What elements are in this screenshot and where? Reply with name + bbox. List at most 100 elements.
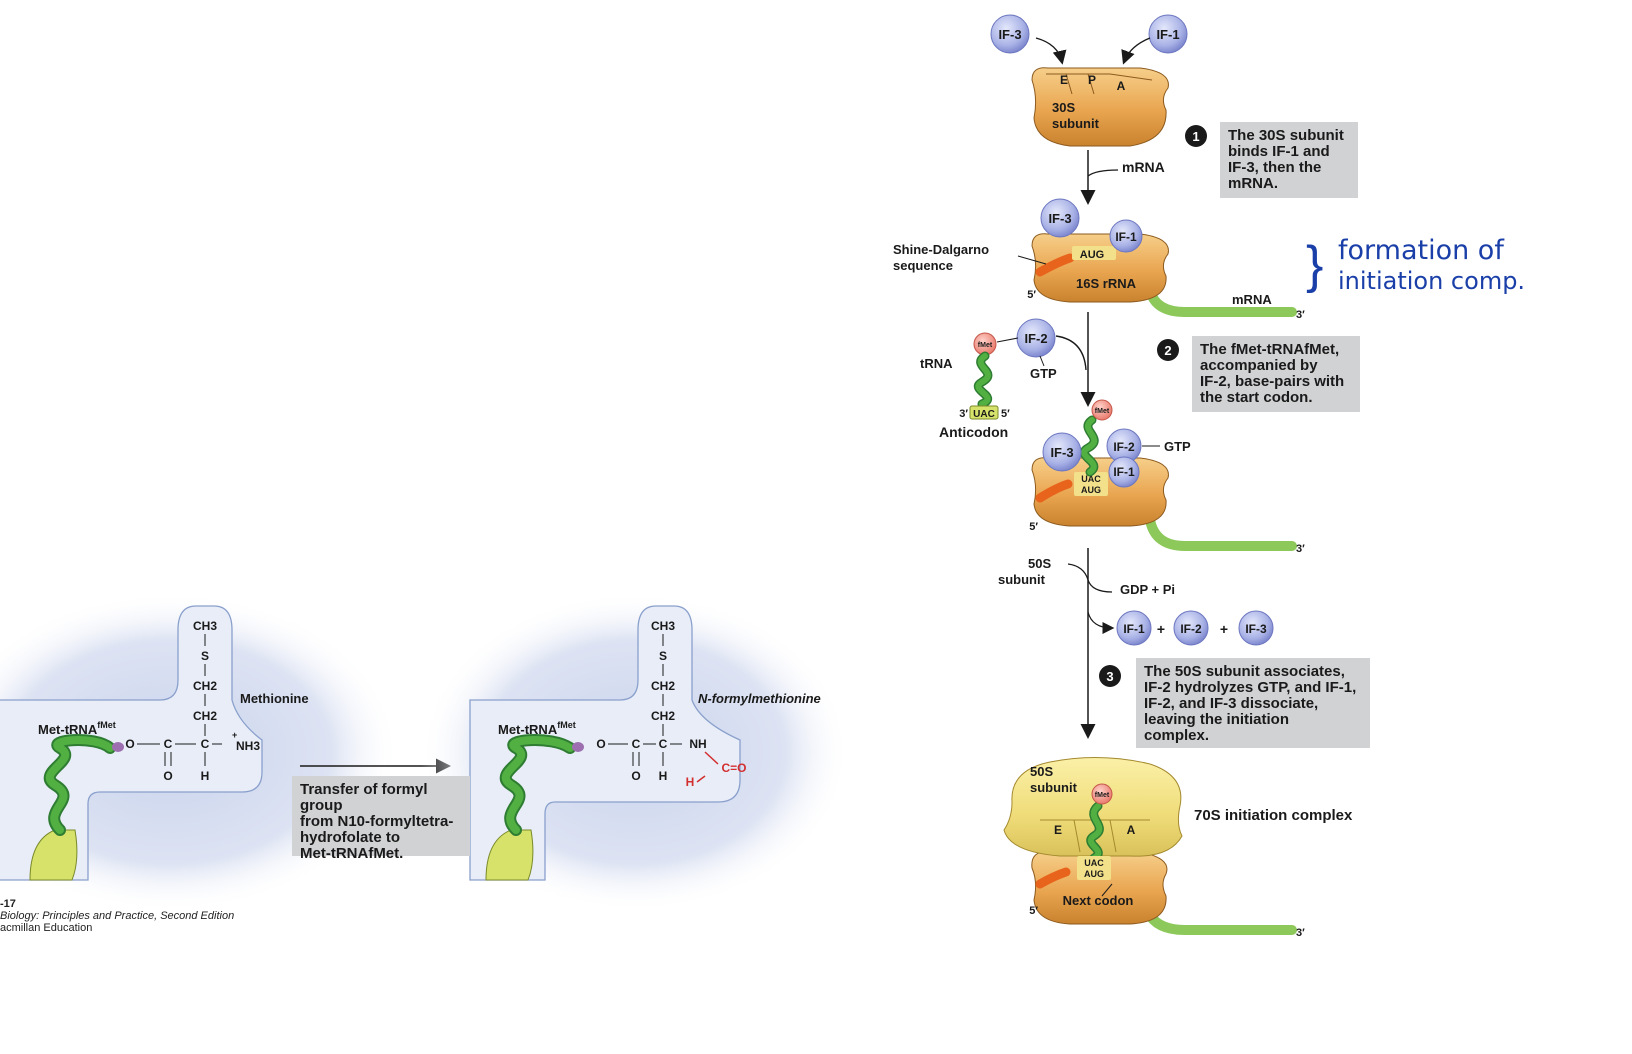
subunit-30s-label-1: 30S [1052,100,1075,115]
methionine-outline [0,605,263,881]
mrna-strand-3 [1140,900,1297,935]
gdp-pi-label: GDP + Pi [1120,582,1175,597]
chem-c-alpha: C [201,737,210,751]
chem-nh3: NH3 [236,739,260,753]
fmet-label-70s: fMet [1095,792,1110,799]
if1-label-top: IF-1 [1156,27,1179,42]
if3-label-released: IF-3 [1245,622,1267,636]
chem-s-2: S [659,649,667,663]
handwritten-line-1: formation of [1338,235,1504,266]
chem-formyl: C=O [721,761,746,775]
step2-line-2: accompanied by [1200,357,1318,374]
five-prime-label-2: 5′ [1029,521,1038,533]
subunit-50s-label-arrow-2: subunit [998,572,1046,587]
chem-ch2-b: CH2 [193,709,217,723]
stage-70s: E P A fMet UAC AUG 50S subunit Next codo… [1003,756,1353,939]
transfer-line-2: from N10-formyltetra- [300,813,454,830]
chem-o-carbonyl: O [163,769,172,783]
anticodon-label: Anticodon [939,424,1008,440]
if3-label-top: IF-3 [998,27,1021,42]
if2-label-free: IF-2 [1024,331,1047,346]
if1-factor-2 [1108,456,1140,488]
step3-line-2: IF-2 hydrolyzes GTP, and IF-1, [1144,679,1357,696]
transfer-caption: Transfer of formyl group from N10-formyl… [292,776,470,862]
chem-c-carbonyl: C [164,737,173,751]
five-prime-label-3: 5′ [1029,905,1038,917]
fmet-label-bound: fMet [1095,408,1110,415]
step2-line-3: IF-2, base-pairs with [1200,373,1345,390]
if3-factor-2 [1042,432,1082,472]
step2-line-4: the start codon. [1200,389,1313,406]
chem-ch2-d: CH2 [651,709,675,723]
step1-number: 1 [1192,129,1199,144]
step3-line-4: leaving the initiation [1144,711,1290,728]
subunit-50s-label-1: 50S [1030,764,1053,779]
n-formylmethionine-structure: CH3 S CH2 CH2 O C C NH O H C=O H N-formy… [420,592,850,912]
site-a-label-70s: A [1127,823,1136,837]
gtp-label-free: GTP [1030,366,1057,381]
step3-caption: The 50S subunit associates, IF-2 hydroly… [1136,658,1370,748]
step3-number: 3 [1106,669,1113,684]
three-prime-label-1: 3′ [1296,309,1305,321]
step1-line-2: binds IF-1 and [1228,143,1330,160]
trna-icon-left [29,734,124,881]
chem-formyl-h: H [686,775,695,789]
aug-label-2: AUG [1081,485,1101,495]
subunit-50s-label-2: subunit [1030,780,1078,795]
if3-label-1: IF-3 [1048,211,1071,226]
ribosome-30s-b [1031,233,1169,303]
fmet-label-free: fMet [978,342,993,349]
chem-c-carbonyl-2: C [632,737,641,751]
if3-factor-1 [1040,198,1080,238]
uac-label-70s: UAC [1084,858,1104,868]
shine-dalgarno-marker [1035,253,1075,277]
uac-label-bound: UAC [1081,474,1101,484]
site-e-label-70s: E [1054,823,1062,837]
if3-factor-released [1238,610,1274,646]
gtp-label-bound: GTP [1164,439,1191,454]
subunit-30s-label-2: subunit [1052,116,1100,131]
step2-marker [1157,339,1179,361]
mrna-label-step1: mRNA [1122,159,1165,175]
step2-number: 2 [1164,343,1171,358]
if2-label-released: IF-2 [1180,622,1202,636]
five-prime-trna: 5′ [1001,408,1010,420]
stage-30s-mrna: AUG IF-3 IF-1 16S rRNA 5′ 3′ mRNA Shine-… [893,198,1305,321]
plus-2: + [1220,621,1228,637]
plus-1: + [1157,621,1165,637]
if1-label-2: IF-1 [1113,465,1135,479]
chem-ch3-2: CH3 [651,619,675,633]
step3-line-5: complex. [1144,727,1210,744]
credit-line-3: acmillan Education [0,922,93,934]
chem-c-alpha-2: C [659,737,668,751]
complex-70s-label: 70S initiation complex [1194,807,1353,824]
if1-factor-top [1148,14,1188,54]
chem-ch2-a: CH2 [193,679,217,693]
chem-nh: NH [689,737,706,751]
aug-label-1: AUG [1080,249,1104,261]
fmet-ball-70s [1091,783,1113,805]
chem-s: S [201,649,209,663]
aug-label-70s: AUG [1084,869,1104,879]
step2-line-1: The fMet-tRNAfMet, [1200,341,1340,358]
handwritten-note: formation of initiation comp. [1338,236,1525,296]
figure-credit: -17 Biology: Principles and Practice, Se… [0,898,234,934]
if1-factor-released [1116,610,1152,646]
methionine-structure: CH3 S CH2 CH2 O C C NH3 + O H Methionine… [0,592,400,912]
credit-line-2: Biology: Principles and Practice, Second… [0,910,235,922]
subunit-50s-label-arrow-1: 50S [1028,556,1051,571]
next-codon-label: Next codon [1063,893,1134,908]
fmet-ball-bound [1091,399,1113,421]
stage-30s: IF-3 IF-1 E P A 30S subunit [990,14,1188,147]
chem-h: H [201,769,210,783]
shine-dalgarno-label-2: sequence [893,258,953,273]
mrna-label-2: mRNA [1232,292,1272,307]
step1-line-3: IF-3, then the [1228,159,1322,176]
if1-label-released: IF-1 [1123,622,1145,636]
chem-h-2: H [659,769,668,783]
trna-label: tRNA [920,356,953,371]
if2-label-bound: IF-2 [1113,440,1135,454]
three-prime-label-2: 3′ [1296,543,1305,555]
